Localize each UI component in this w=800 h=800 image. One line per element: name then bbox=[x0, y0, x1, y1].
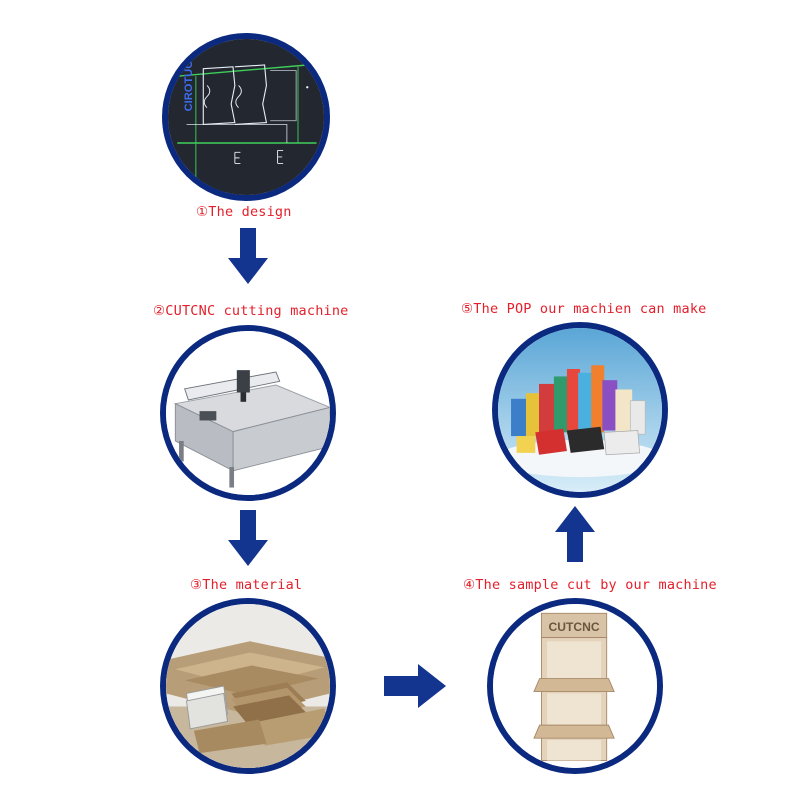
design-image-circle: CIROTUO bbox=[162, 33, 330, 201]
cad-design-screen-image: CIROTUO bbox=[168, 39, 324, 195]
arrow-down-icon bbox=[228, 228, 268, 284]
material-image-circle bbox=[160, 598, 336, 774]
cardboard-sheets-image bbox=[166, 604, 330, 768]
cardboard-display-stand-image: CUTCNC bbox=[493, 604, 657, 768]
sample-brand-text: CUTCNC bbox=[549, 620, 600, 634]
step-3-label: ③The material bbox=[190, 577, 302, 593]
step-2-label: ②CUTCNC cutting machine bbox=[153, 303, 349, 319]
design-screen-text: CIROTUO bbox=[183, 60, 195, 112]
arrow-right-icon bbox=[384, 664, 446, 708]
machine-image-circle bbox=[160, 325, 336, 501]
arrow-up-icon bbox=[555, 506, 595, 562]
sample-image-circle: CUTCNC bbox=[487, 598, 663, 774]
step-5-label: ⑤The POP our machien can make bbox=[461, 301, 706, 317]
step-4-label: ④The sample cut by our machine bbox=[463, 577, 717, 593]
pop-display-collection-image bbox=[498, 328, 662, 492]
arrow-down-icon bbox=[228, 510, 268, 566]
pop-image-circle bbox=[492, 322, 668, 498]
flatbed-cutting-machine-image bbox=[166, 331, 330, 495]
step-1-label: ①The design bbox=[196, 204, 292, 220]
